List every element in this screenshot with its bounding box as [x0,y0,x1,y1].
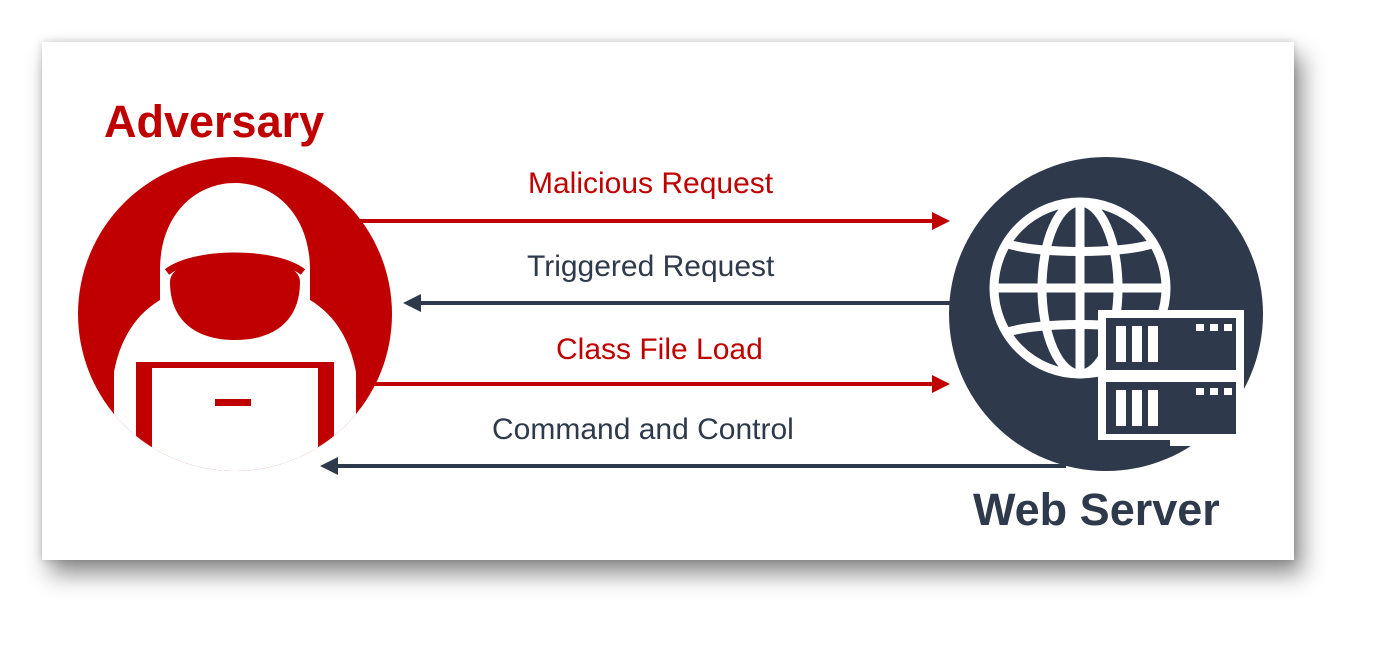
web-server-title: Web Server [973,484,1220,535]
arrow-triggered-request [403,294,950,312]
command-and-control-label: Command and Control [492,413,794,446]
adversary-title: Adversary [104,96,325,147]
triggered-request-label: Triggered Request [527,250,775,283]
malicious-request-label: Malicious Request [528,167,774,200]
hooded-hacker-icon [78,157,392,471]
arrow-command-and-control [320,457,1066,475]
arrow-class-file-load [374,375,950,393]
globe-server-icon [949,157,1263,471]
class-file-load-label: Class File Load [556,333,763,366]
arrow-malicious-request [356,212,950,230]
